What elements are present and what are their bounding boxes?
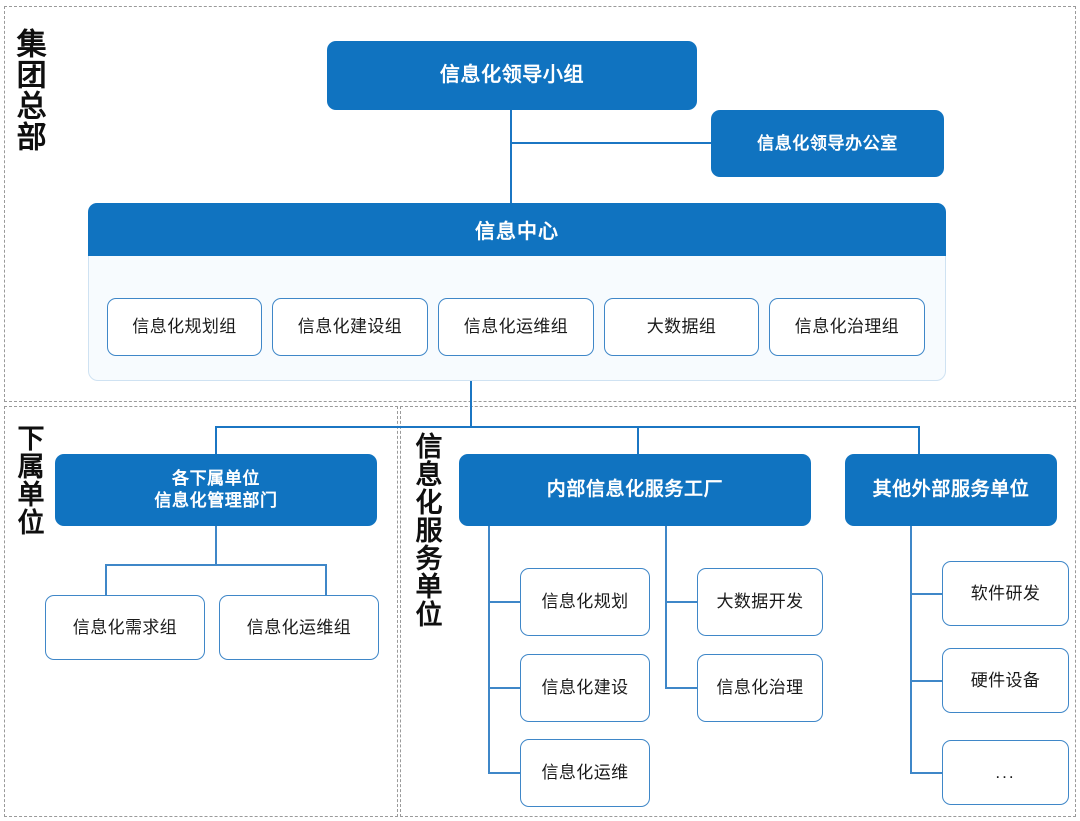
- node-external-hardware[interactable]: 硬件设备: [942, 648, 1069, 713]
- node-internal-planning[interactable]: 信息化规划: [520, 568, 650, 636]
- connector-internal-left-stub-2: [488, 687, 520, 689]
- node-external-software-dev[interactable]: 软件研发: [942, 561, 1069, 626]
- subordinate-dept-line-2: 信息化管理部门: [154, 491, 278, 510]
- connector-subordinate-bus: [105, 564, 326, 566]
- node-leading-office[interactable]: 信息化领导办公室: [711, 110, 944, 177]
- node-center-group-planning[interactable]: 信息化规划组: [107, 298, 262, 356]
- section-label-service-units: 信息化服务单位: [411, 432, 442, 628]
- connector-internal-left-stub-3: [488, 772, 520, 774]
- node-subordinate-demand-group[interactable]: 信息化需求组: [45, 595, 205, 660]
- node-external-more[interactable]: ...: [942, 740, 1069, 805]
- connector-bottom-drop-subordinate: [215, 426, 217, 455]
- connector-internal-right-stub-1: [665, 601, 697, 603]
- connector-internal-left-stub-1: [488, 601, 520, 603]
- node-center-group-operations[interactable]: 信息化运维组: [438, 298, 594, 356]
- connector-internal-left-trunk: [488, 526, 490, 774]
- connector-bottom-bus: [215, 426, 920, 428]
- section-panel-headquarters: [4, 6, 1076, 402]
- section-panel-service-units: [400, 406, 1076, 817]
- connector-subordinate-stem: [215, 526, 217, 565]
- connector-leading-group-trunk: [510, 109, 512, 204]
- subordinate-dept-line-1: 各下属单位: [171, 469, 260, 489]
- node-internal-construction[interactable]: 信息化建设: [520, 654, 650, 722]
- node-center-group-governance[interactable]: 信息化治理组: [769, 298, 925, 356]
- node-leading-group[interactable]: 信息化领导小组: [327, 41, 697, 110]
- connector-center-to-bottom-trunk: [470, 381, 472, 427]
- connector-external-stub-1: [910, 593, 942, 595]
- node-internal-service-factory[interactable]: 内部信息化服务工厂: [459, 454, 811, 526]
- connector-external-stub-3: [910, 772, 942, 774]
- connector-bottom-drop-internal: [637, 426, 639, 455]
- connector-internal-right-trunk: [665, 526, 667, 689]
- node-internal-bigdata-dev[interactable]: 大数据开发: [697, 568, 823, 636]
- connector-external-trunk: [910, 526, 912, 774]
- node-internal-governance[interactable]: 信息化治理: [697, 654, 823, 722]
- section-label-headquarters: 集团总部: [11, 28, 45, 152]
- node-center-group-bigdata[interactable]: 大数据组: [604, 298, 759, 356]
- node-center-group-construction[interactable]: 信息化建设组: [272, 298, 428, 356]
- section-panel-subordinate-units: [4, 406, 398, 817]
- node-subordinate-operations-group[interactable]: 信息化运维组: [219, 595, 379, 660]
- node-information-center[interactable]: 信息中心: [88, 203, 946, 256]
- connector-internal-right-stub-2: [665, 687, 697, 689]
- connector-leading-office-branch: [510, 142, 711, 144]
- node-subordinate-management-dept[interactable]: 各下属单位 信息化管理部门: [55, 454, 377, 526]
- node-internal-operations[interactable]: 信息化运维: [520, 739, 650, 807]
- connector-bottom-drop-external: [918, 426, 920, 455]
- section-label-subordinate-units: 下属单位: [13, 424, 44, 536]
- connector-external-stub-2: [910, 680, 942, 682]
- connector-subordinate-drop-1: [105, 564, 107, 596]
- node-external-service-unit[interactable]: 其他外部服务单位: [845, 454, 1057, 526]
- connector-subordinate-drop-2: [325, 564, 327, 596]
